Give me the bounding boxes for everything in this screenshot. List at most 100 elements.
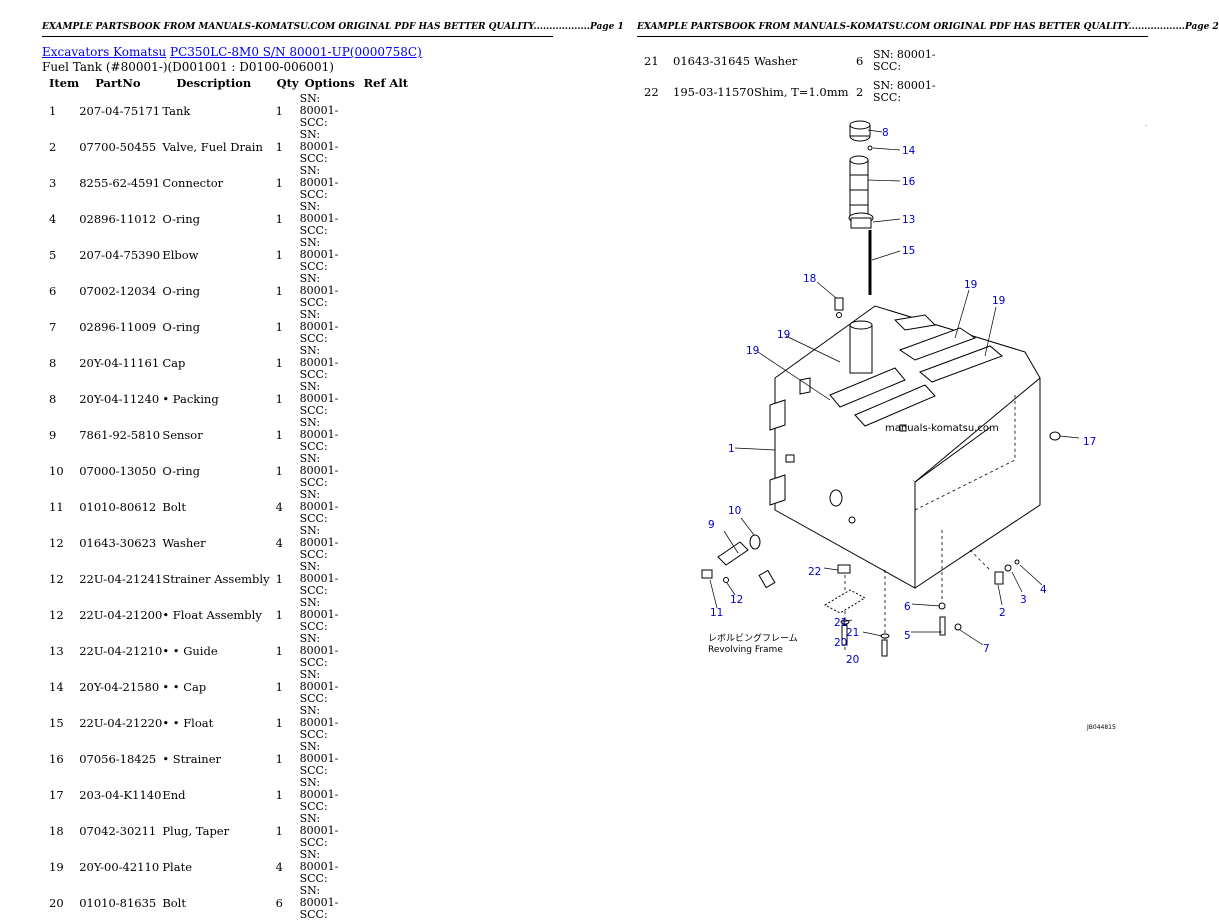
cell-description: O-ring <box>162 212 200 226</box>
cell-ref-alt <box>360 273 410 309</box>
watermark: manuals-komatsu.com <box>885 423 999 434</box>
cell-qty: 1 <box>275 320 283 334</box>
callout-label: 16 <box>902 176 916 188</box>
cell-qty: 4 <box>275 536 283 550</box>
cell-description: • Packing <box>162 392 219 406</box>
cell-ref-alt <box>360 93 410 129</box>
cell-item: 1 <box>49 104 57 118</box>
cell-description: Sensor <box>162 428 203 442</box>
cell-item: 18 <box>49 824 64 838</box>
cell-ref-alt <box>360 669 410 705</box>
cell-options: SN: 80001-SCC: <box>299 884 339 921</box>
parts-table: Item PartNo Description Qty Options Ref … <box>42 76 410 921</box>
cell-partno: 01643-30623 <box>79 536 157 550</box>
cell-qty: 1 <box>275 752 283 766</box>
cell-description: O-ring <box>162 320 200 334</box>
cell-qty: 1 <box>275 176 283 190</box>
cell-ref-alt <box>360 417 410 453</box>
cell-partno: 01010-81635 <box>79 896 157 910</box>
cell-options: SN: 80001-SCC: <box>872 48 936 74</box>
cell-ref-alt <box>360 165 410 201</box>
cell-ref-alt <box>360 741 410 777</box>
table-header-row: Item PartNo Description Qty Options Ref … <box>42 76 410 93</box>
cell-options: SN: 80001-SCC: <box>299 632 339 669</box>
cell-description: Shim, T=1.0mm <box>753 84 849 99</box>
cell-options: SN: 80001-SCC: <box>299 812 339 849</box>
callout-label: 15 <box>902 245 915 257</box>
cell-options: SN: 80001-SCC: <box>299 452 339 489</box>
cell-partno: 7861-92-5810 <box>79 428 161 442</box>
callout-label: 13 <box>902 214 915 226</box>
cell-options: SN: 80001-SCC: <box>299 344 339 381</box>
cell-qty: 1 <box>275 284 283 298</box>
cell-ref-alt <box>360 633 410 669</box>
cell-description: Washer <box>753 54 798 69</box>
callout-label: 3 <box>1020 594 1027 606</box>
cell-partno: 22U-04-21210 <box>79 644 163 658</box>
breadcrumb-link-model[interactable]: PC350LC-8M0 S/N 80001-UP(0000758C) <box>170 45 422 59</box>
cell-item: 16 <box>49 752 64 766</box>
cell-options: SN: 80001-SCC: <box>299 272 339 309</box>
cell-options: SN: 80001-SCC: <box>299 704 339 741</box>
cell-qty: 1 <box>275 356 283 370</box>
cell-partno: 20Y-04-11161 <box>79 356 160 370</box>
cell-ref-alt <box>360 129 410 165</box>
fuel-tank-exploded-diagram: 8 14 16 13 15 18 19 19 19 19 1 17 10 9 1… <box>701 120 1147 731</box>
cell-item: 8 <box>49 356 57 370</box>
page-header-2: EXAMPLE PARTSBOOK FROM MANUALS-KOMATSU.C… <box>637 22 1219 37</box>
cell-ref-alt <box>360 885 410 921</box>
cell-description: Plate <box>162 860 193 874</box>
cell-item: 15 <box>49 716 64 730</box>
cell-description: Strainer Assembly <box>162 572 270 586</box>
callout-label: 7 <box>983 643 990 655</box>
cell-partno: 22U-04-21200 <box>79 608 163 622</box>
cell-item: 12 <box>49 536 64 550</box>
cell-qty: 4 <box>275 860 283 874</box>
cell-item: 2 <box>49 140 57 154</box>
cell-options: SN: 80001-SCC: <box>299 308 339 345</box>
cell-item: 4 <box>49 212 57 226</box>
cell-options: SN: 80001-SCC: <box>299 164 339 201</box>
cell-ref-alt <box>360 777 410 813</box>
cell-options: SN: 80001-SCC: <box>299 200 339 237</box>
cell-description: Tank <box>162 104 191 118</box>
callout-label: 19 <box>964 279 977 291</box>
leader-lines <box>709 129 1080 646</box>
cell-ref-alt <box>360 813 410 849</box>
cell-description: Valve, Fuel Drain <box>162 140 263 154</box>
revolving-frame-label: Revolving Frame <box>708 645 783 655</box>
cell-ref-alt <box>360 705 410 741</box>
cell-partno: 207-04-75171 <box>79 104 161 118</box>
cell-ref-alt <box>360 525 410 561</box>
cell-partno: 07002-12034 <box>79 284 157 298</box>
cell-ref-alt <box>360 381 410 417</box>
cell-ref-alt <box>360 561 410 597</box>
callout-label: 11 <box>710 607 723 619</box>
callout-label: 20 <box>846 654 859 666</box>
cell-qty: 1 <box>275 212 283 226</box>
cell-item: 20 <box>49 896 64 910</box>
cell-item: 12 <box>49 572 64 586</box>
cell-description: Connector <box>162 176 224 190</box>
breadcrumb-link-excavators[interactable]: Excavators Komatsu <box>42 45 167 59</box>
cell-qty: 1 <box>275 788 283 802</box>
cell-partno: 20Y-04-11240 <box>79 392 160 406</box>
cell-item: 21 <box>644 54 659 69</box>
cell-options: SN: 80001-SCC: <box>299 668 339 705</box>
cell-ref-alt <box>360 453 410 489</box>
cell-qty: 1 <box>275 428 283 442</box>
